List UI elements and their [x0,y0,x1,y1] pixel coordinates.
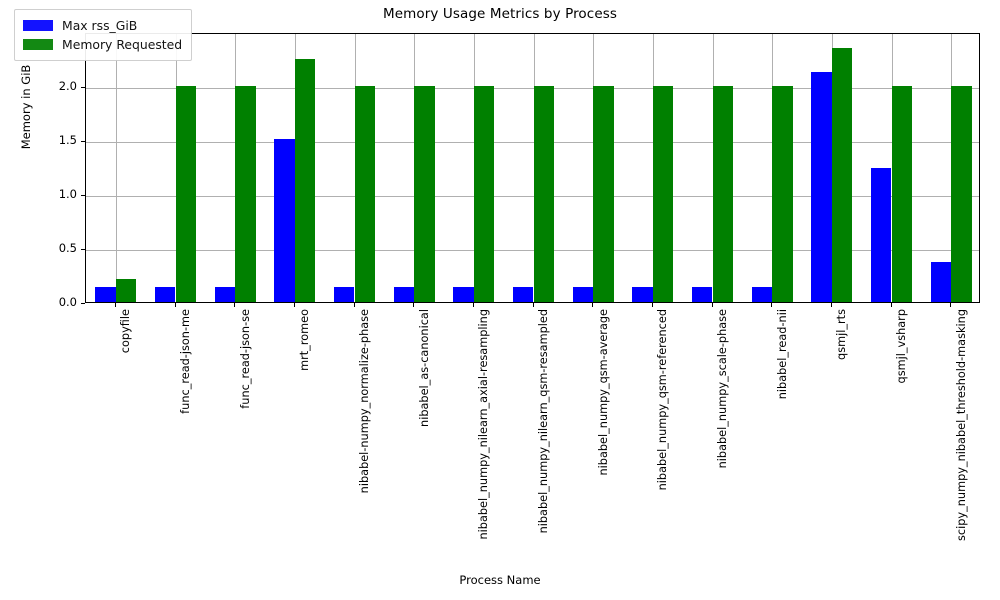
x-tick-mark [950,303,952,307]
x-tick-mark [711,303,713,307]
bar-memory-requested [175,86,197,302]
x-tick-label: nibabel_read-nii [775,309,789,400]
bar-memory-requested [712,86,734,302]
bar-memory-requested [652,86,674,302]
x-axis-tick-labels: copyfile func_read-json-me func_read-json-… [85,309,980,569]
grid-line [86,250,979,251]
x-axis-label: Process Name [459,573,541,587]
x-tick-mark [293,303,295,307]
bar-max-rss [453,286,474,302]
y-tick-mark [81,303,85,304]
x-tick-mark [114,303,116,307]
legend-item: Max rss_GiB [23,16,182,35]
grid-line [86,88,979,89]
bar-max-rss [154,286,176,302]
y-tick-mark [81,195,85,196]
y-tick-mark [81,87,85,88]
legend-swatch-icon [23,39,53,50]
x-tick-mark [532,303,534,307]
chart-title: Memory Usage Metrics by Process [382,6,617,22]
bar-memory-requested [951,86,972,302]
x-tick-label: nibabel_numpy_nilearn_qsm-resampled [537,309,550,534]
legend-swatch-icon [23,20,53,31]
x-tick-label: nibabel_numpy_qsm-referenced [656,309,670,491]
bar-memory-requested [831,48,853,302]
grid-line [86,196,979,197]
x-tick-label: mrt_romeo [298,309,312,371]
grid-line-vertical [115,34,117,302]
bar-max-rss [512,286,534,302]
x-tick-label: func_read-json-me [179,309,192,414]
bar-max-rss [572,286,594,302]
bar-memory-requested [354,86,376,302]
x-tick-label: nibabel_as-canonical [417,309,431,427]
x-tick-label: qsmjl_rts [835,309,849,360]
x-tick-label: qsmjl_vsharp [895,309,908,384]
bar-memory-requested [235,86,256,302]
bar-memory-requested [891,86,913,302]
bar-memory-requested [772,86,793,302]
legend-item: Memory Requested [23,35,182,54]
legend-label: Memory Requested [62,37,183,52]
x-tick-mark [174,303,176,307]
bar-max-rss [930,262,952,302]
bar-max-rss [870,168,892,302]
x-tick-label: nibabel-numpy_normalize-phase [358,309,371,494]
grid-line [86,142,979,143]
bar-max-rss [274,138,295,302]
x-axis-tick-marks [85,303,980,309]
chart-legend: Max rss_GiB Memory Requested [14,9,193,61]
x-tick-mark [353,303,355,307]
legend-label: Max rss_GiB [62,18,138,33]
bar-memory-requested [473,86,495,302]
x-tick-mark [592,303,594,307]
bar-max-rss [333,286,355,302]
x-tick-label: func_read-json-se [238,309,252,409]
x-tick-label: nibabel_numpy_scale-phase [716,309,729,469]
x-tick-label: nibabel_numpy_nilearn_axial-resampling [477,309,491,540]
bar-memory-requested [593,86,614,302]
x-tick-mark [234,303,236,307]
bar-memory-requested [414,86,435,302]
bar-max-rss [751,286,773,302]
bar-max-rss [95,286,116,302]
x-tick-mark [890,303,892,307]
bar-max-rss [691,286,713,302]
x-tick-mark [651,303,653,307]
x-tick-label: scipy_numpy_nibabel_threshold-masking [954,309,968,541]
bar-memory-requested [294,59,316,302]
x-tick-mark [830,303,832,307]
x-tick-label: copyfile [119,309,133,354]
y-tick-mark [81,141,85,142]
bar-memory-requested [115,279,137,302]
y-tick-mark [81,249,85,250]
bar-max-rss [632,286,653,302]
x-tick-mark [472,303,474,307]
bar-max-rss [393,286,415,302]
bar-max-rss [214,286,236,302]
bar-max-rss [811,71,832,302]
x-tick-label: nibabel_numpy_qsm-average [596,309,610,476]
x-tick-mark [413,303,415,307]
bar-memory-requested [533,86,555,302]
bar-series-container [86,34,979,302]
plot-area [85,33,980,303]
x-tick-mark [771,303,773,307]
